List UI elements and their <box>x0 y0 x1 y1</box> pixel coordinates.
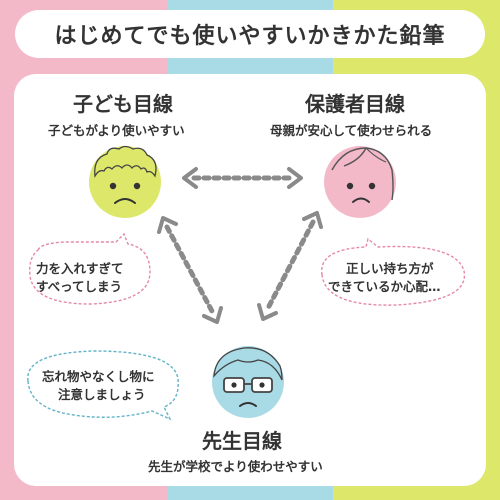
teacher-face-icon <box>212 346 284 418</box>
teacher-perspective-title: 先生目線 <box>202 429 282 453</box>
title-banner: はじめてでも使いやすいかきかた鉛筆 <box>15 10 485 58</box>
child-perspective-title: 子ども目線 <box>73 92 173 116</box>
teacher-speech-bubble <box>27 350 179 421</box>
page-title: はじめてでも使いやすいかきかた鉛筆 <box>54 24 446 49</box>
guardian-concern-line-1: 正しい持ち方が <box>346 261 434 276</box>
child-face-icon <box>89 145 161 218</box>
teacher-concern-line-1: 忘れ物やなくし物に <box>42 369 155 384</box>
guardian-teacher-arrow-icon <box>257 211 323 321</box>
guardian-face-icon <box>324 146 396 218</box>
teacher-concern-line-2: 注意しましょう <box>58 387 146 402</box>
child-concern-line-2: すべってしまう <box>36 279 123 294</box>
child-guardian-arrow-icon <box>182 167 303 189</box>
child-perspective-subtitle: 子どもがより使いやすい <box>48 123 185 138</box>
child-concern-line-1: 力を入れすぎて <box>36 261 124 276</box>
guardian-speech-bubble <box>321 237 466 306</box>
guardian-perspective-subtitle: 母親が安心して使わせられる <box>270 123 433 138</box>
child-teacher-arrow-icon <box>157 216 223 324</box>
teacher-perspective-subtitle: 先生が学校でより使わせやすい <box>148 459 323 474</box>
guardian-perspective-title: 保護者目線 <box>305 92 405 116</box>
guardian-concern-line-2: できているか心配… <box>328 279 441 294</box>
child-speech-bubble <box>28 232 151 305</box>
